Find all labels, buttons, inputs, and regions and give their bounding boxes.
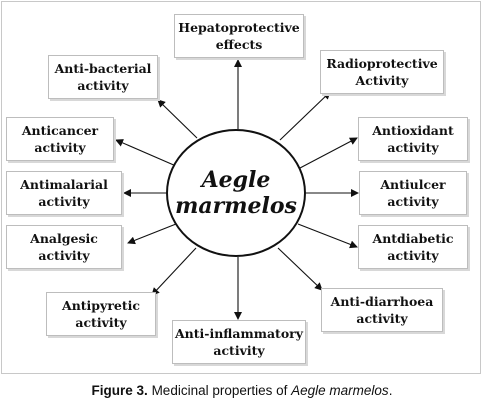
node-sublabel: Activity: [355, 73, 409, 88]
node-analgesic: Analgesic activity: [6, 225, 122, 269]
node-radioprotective: Radioprotective Activity: [320, 50, 444, 94]
node-label: Anti-diarrhoea: [330, 294, 434, 309]
node-label: Anti-bacterial: [54, 61, 152, 76]
caption-species: Aegle marmelos: [291, 383, 389, 398]
node-sublabel: activity: [38, 248, 90, 263]
node-label: Antimalarial: [20, 177, 108, 192]
node-label: Anticancer: [21, 123, 99, 138]
node-antiinflammatory: Anti-inflammatory activity: [172, 320, 306, 364]
center-title-line1: Aegle: [201, 167, 271, 193]
node-sublabel: activity: [387, 140, 439, 155]
node-anticancer: Anticancer activity: [6, 117, 114, 161]
node-antiulcer: Antiulcer activity: [359, 171, 467, 215]
arrow-antidiabetic: [297, 223, 358, 249]
node-antioxidant: Antioxidant activity: [358, 117, 468, 161]
node-label: Hepatoprotective: [178, 20, 300, 35]
center-ellipse: Aegle marmelos: [166, 129, 306, 257]
node-sublabel: activity: [34, 140, 86, 155]
figure-frame: [1, 1, 481, 374]
node-label: Antiulcer: [380, 177, 446, 192]
node-antimalarial: Antimalarial activity: [6, 171, 122, 215]
caption-label: Figure 3.: [91, 383, 148, 398]
arrow-antioxidant: [299, 137, 358, 169]
arrow-antibacterial: [157, 99, 198, 139]
arrow-antidiarrhoea: [277, 247, 323, 291]
arrow-anticancer: [115, 139, 177, 167]
arrow-analgesic: [127, 223, 177, 245]
node-antipyretic: Antipyretic activity: [46, 292, 156, 336]
node-sublabel: activity: [77, 78, 129, 93]
arrow-radioprotective: [279, 91, 331, 141]
node-label: Antipyretic: [62, 298, 140, 313]
node-sublabel: activity: [356, 311, 408, 326]
node-label: Radioprotective: [326, 56, 438, 71]
caption-end: .: [388, 383, 393, 398]
node-label: Antioxidant: [372, 123, 454, 138]
connector-arrows: [115, 59, 359, 320]
node-sublabel: effects: [215, 37, 263, 52]
node-antidiarrhoea: Anti-diarrhoea activity: [321, 288, 443, 332]
node-sublabel: activity: [75, 315, 127, 330]
node-label: Anti-inflammatory: [174, 326, 304, 341]
node-sublabel: activity: [387, 194, 439, 209]
node-antibacterial: Anti-bacterial activity: [48, 55, 158, 99]
node-antidiabetic: Antdiabetic activity: [358, 225, 468, 269]
center-title-line2: marmelos: [175, 193, 297, 219]
node-sublabel: activity: [387, 248, 439, 263]
node-hepatoprotective: Hepatoprotective effects: [174, 14, 304, 58]
node-sublabel: activity: [213, 343, 265, 358]
caption-text: Medicinal properties of: [147, 383, 292, 398]
node-label: Analgesic: [30, 231, 98, 246]
node-sublabel: activity: [38, 194, 90, 209]
node-label: Antdiabetic: [372, 231, 454, 246]
arrow-antipyretic: [151, 247, 197, 296]
figure-caption: Figure 3. Medicinal properties of Aegle …: [0, 383, 484, 398]
